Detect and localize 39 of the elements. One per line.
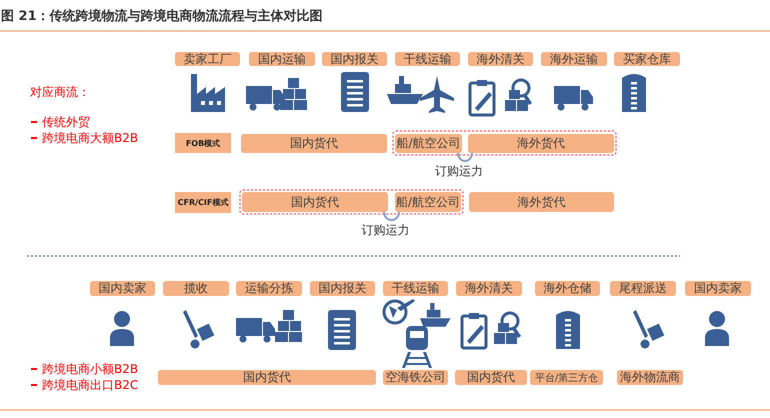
- bullet-text: 跨境电商大额B2B: [42, 130, 138, 147]
- step-box: 国内卖家: [685, 281, 751, 296]
- party-bar: 国内货代: [242, 192, 388, 212]
- party-bar: 船/航空公司: [395, 192, 461, 212]
- step-box: 海外清关: [468, 52, 533, 66]
- edge-label: 订购运力: [362, 222, 410, 239]
- party-bar: 国内货代: [158, 370, 376, 385]
- step-box: 国内卖家: [90, 281, 155, 296]
- step-box: 海外清关: [456, 281, 522, 296]
- step-box: 买家仓库: [614, 52, 680, 66]
- mode-label: CFR/CIF模式: [175, 192, 231, 213]
- party-bar: 海外物流商: [617, 370, 683, 385]
- step-box: 国内报关: [322, 52, 387, 66]
- edge-label: 订购运力: [435, 163, 483, 180]
- party-bar: 海外货代: [468, 134, 614, 153]
- step-box: 干线运输: [383, 281, 448, 296]
- party-bar: 海外货代: [469, 192, 614, 212]
- party-bar: 空海铁公司: [383, 370, 448, 385]
- step-box: 干线运输: [395, 52, 460, 66]
- step-box: 海外运输: [541, 52, 607, 66]
- mode-label: FOB模式: [175, 133, 231, 153]
- connector-arc: [457, 152, 473, 162]
- title: 图 21：传统跨境物流与跨境电商物流流程与主体对比图: [1, 8, 323, 25]
- bullet-text: 跨境电商出口B2C: [42, 377, 138, 394]
- step-box: 尾程派送: [610, 281, 676, 296]
- step-box: 国内报关: [310, 281, 375, 296]
- step-box: 国内运输: [249, 52, 315, 66]
- step-box: 揽收: [163, 281, 229, 296]
- connector-arc: [383, 212, 400, 221]
- party-bar: 国内货代: [241, 134, 387, 153]
- step-box: 卖家工厂: [175, 52, 240, 66]
- step-box: 运输分拣: [236, 281, 302, 296]
- bullet-text: 传统外贸: [42, 114, 90, 131]
- heading-text: 对应商流：: [30, 84, 90, 101]
- party-bar: 平台/第三方仓: [530, 370, 603, 385]
- party-bar: 国内货代: [455, 370, 527, 385]
- step-box: 海外仓储: [535, 281, 600, 296]
- bullet-text: 跨境电商小额B2B: [42, 361, 138, 378]
- party-bar: 船/航空公司: [395, 134, 462, 153]
